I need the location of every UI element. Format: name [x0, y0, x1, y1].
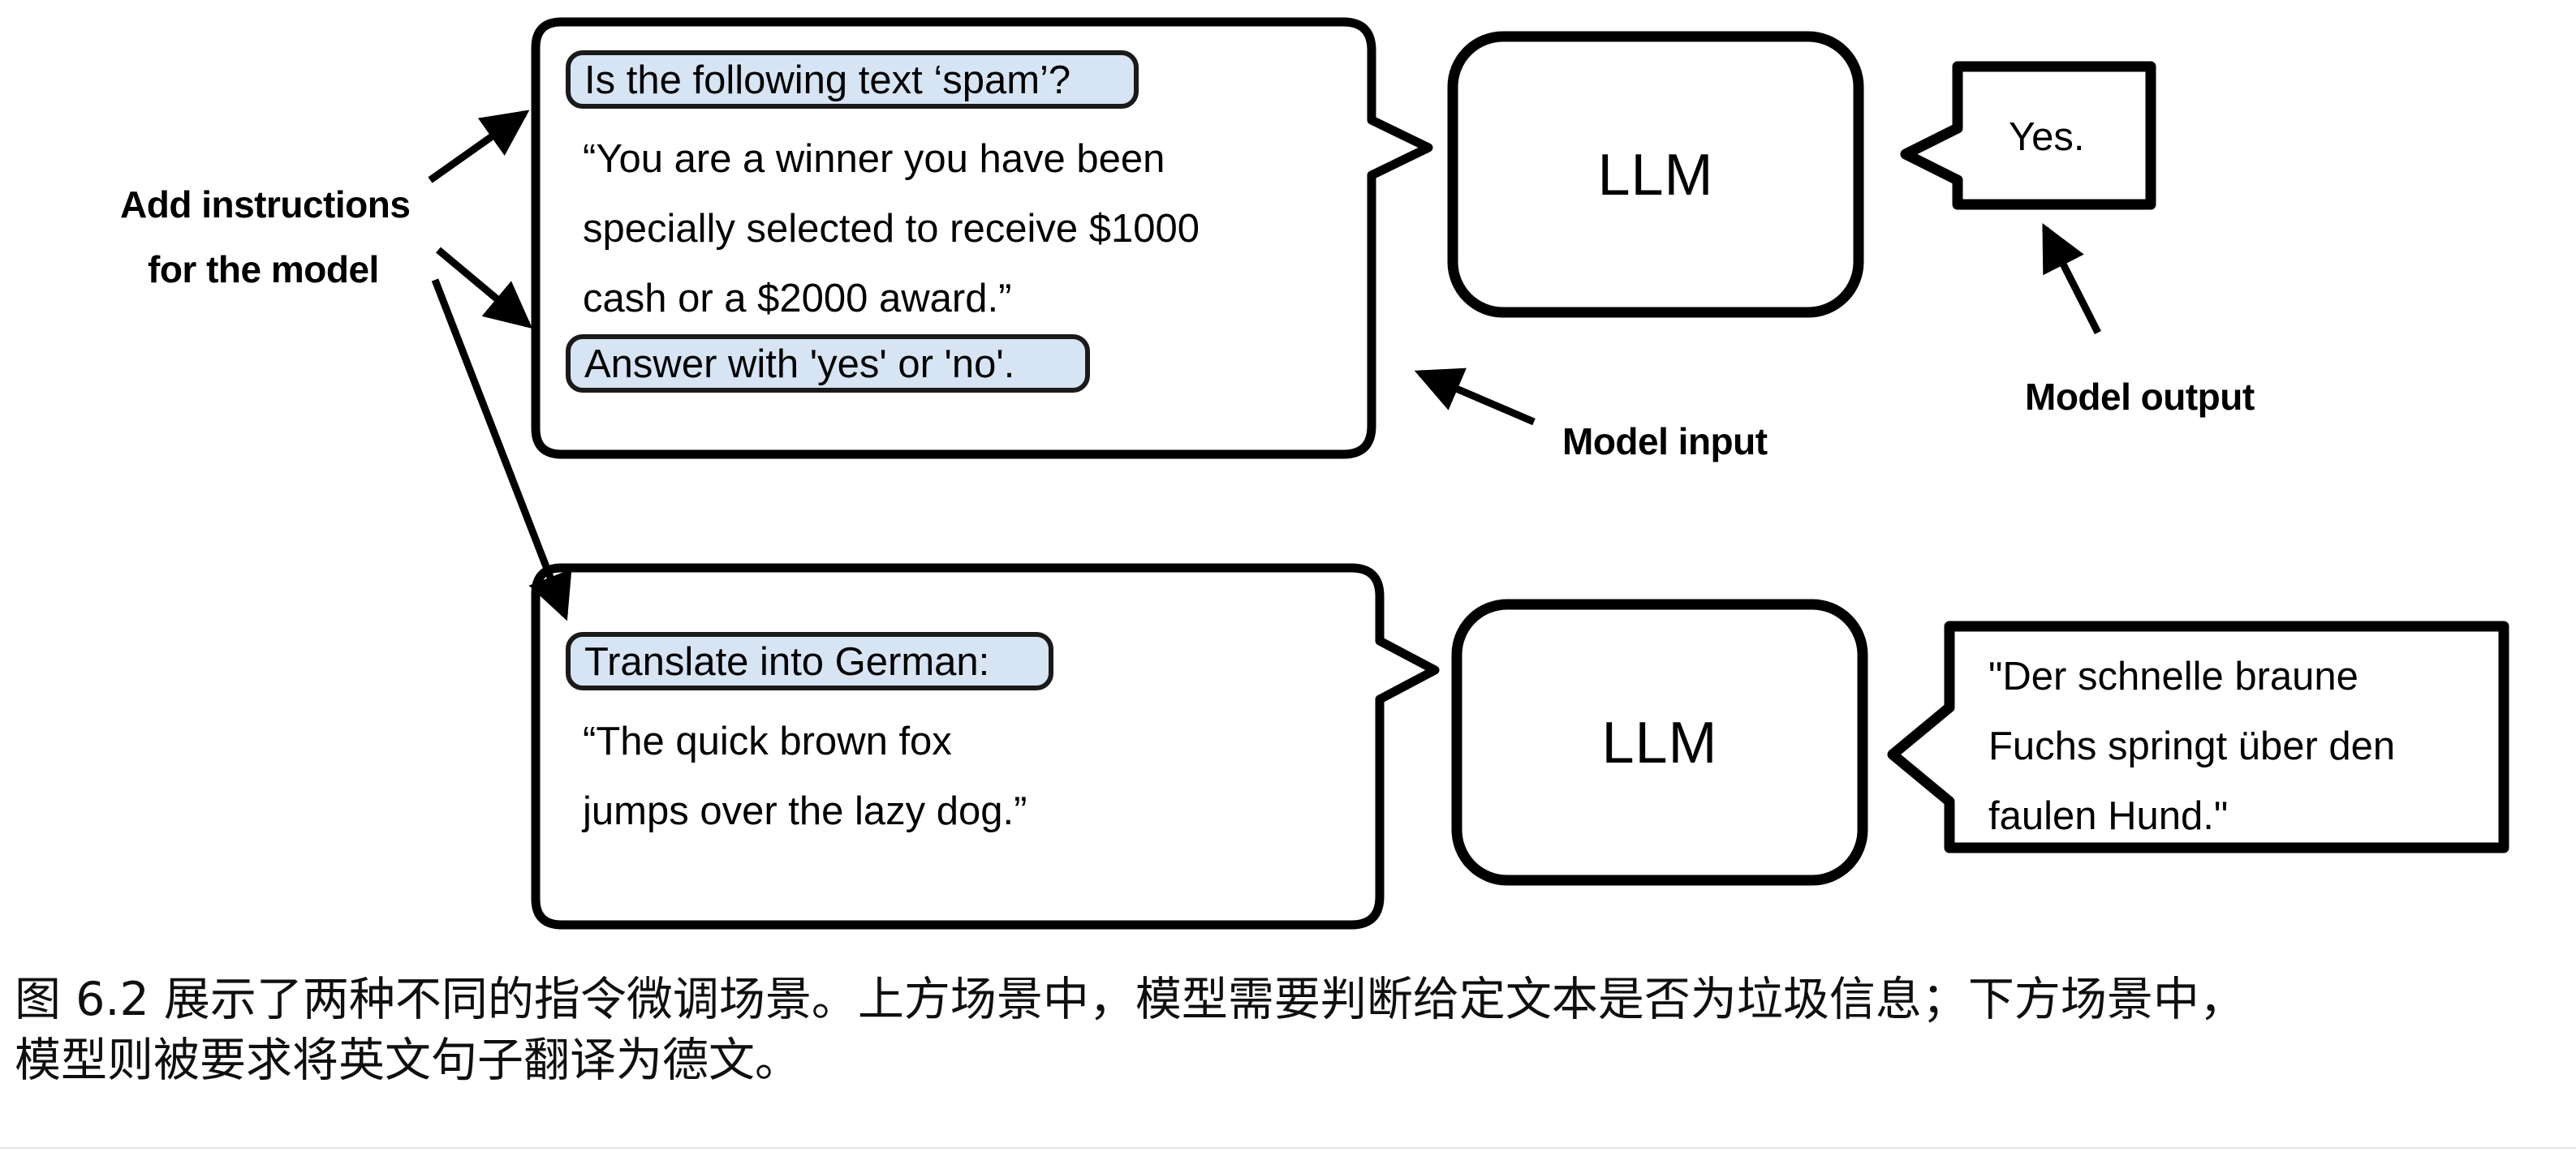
input-line-translate-1: “The quick brown fox	[583, 720, 952, 763]
instruction-pill-spam-top	[566, 50, 1139, 109]
llm-label-spam: LLM	[1597, 143, 1713, 208]
caption-line-2: 模型则被要求将英文句子翻译为德文。	[15, 1034, 801, 1088]
figure-caption: 图 6.2 展示了两种不同的指令微调场景。上方场景中，模型需要判断给定文本是否为…	[15, 969, 2571, 1091]
output-bubble-german	[1887, 621, 2509, 853]
input-line-spam-3: cash or a $2000 award.”	[583, 277, 1011, 320]
llm-box-translate	[1451, 599, 1868, 886]
arrow-to-bottom-instruction	[436, 247, 533, 329]
model-input-label: Model input	[1562, 420, 1768, 462]
arrow-model-input	[1414, 368, 1536, 426]
instruction-finetuning-diagram: Add instructions for the model Is the fo…	[120, 17, 2509, 930]
arrow-model-output	[2041, 222, 2102, 335]
output-line-german-3: faulen Hund."	[1988, 794, 2228, 838]
caption-line-1: 图 6.2 展示了两种不同的指令微调场景。上方场景中，模型需要判断给定文本是否为…	[15, 973, 2246, 1026]
model-output-label: Model output	[2025, 376, 2255, 418]
output-bubble-yes	[1900, 61, 2156, 210]
instruction-text-translate: Translate into German:	[584, 640, 989, 684]
instruction-text-spam-top: Is the following text ‘spam’?	[584, 58, 1070, 102]
instruction-pill-spam-bottom	[566, 334, 1090, 393]
add-instructions-line2: for the model	[148, 248, 379, 290]
input-line-translate-2: jumps over the lazy dog.”	[581, 789, 1027, 833]
output-text-yes: Yes.	[2009, 115, 2085, 159]
input-line-spam-2: specially selected to receive $1000	[583, 207, 1200, 251]
add-instructions-line1: Add instructions	[120, 183, 410, 226]
llm-box-spam	[1447, 31, 1864, 318]
input-line-spam-1: “You are a winner you have been	[583, 137, 1165, 181]
arrow-to-top-instruction	[428, 110, 530, 183]
instruction-pill-translate	[566, 632, 1053, 690]
bottom-divider	[0, 1147, 2576, 1149]
instruction-text-spam-bottom: Answer with 'yes' or 'no'.	[584, 342, 1014, 386]
output-line-german-2: Fuchs springt über den	[1988, 724, 2395, 768]
llm-label-translate: LLM	[1601, 711, 1717, 776]
arrow-to-translate-instruction	[431, 278, 572, 621]
output-line-german-1: "Der schnelle braune	[1988, 655, 2358, 699]
